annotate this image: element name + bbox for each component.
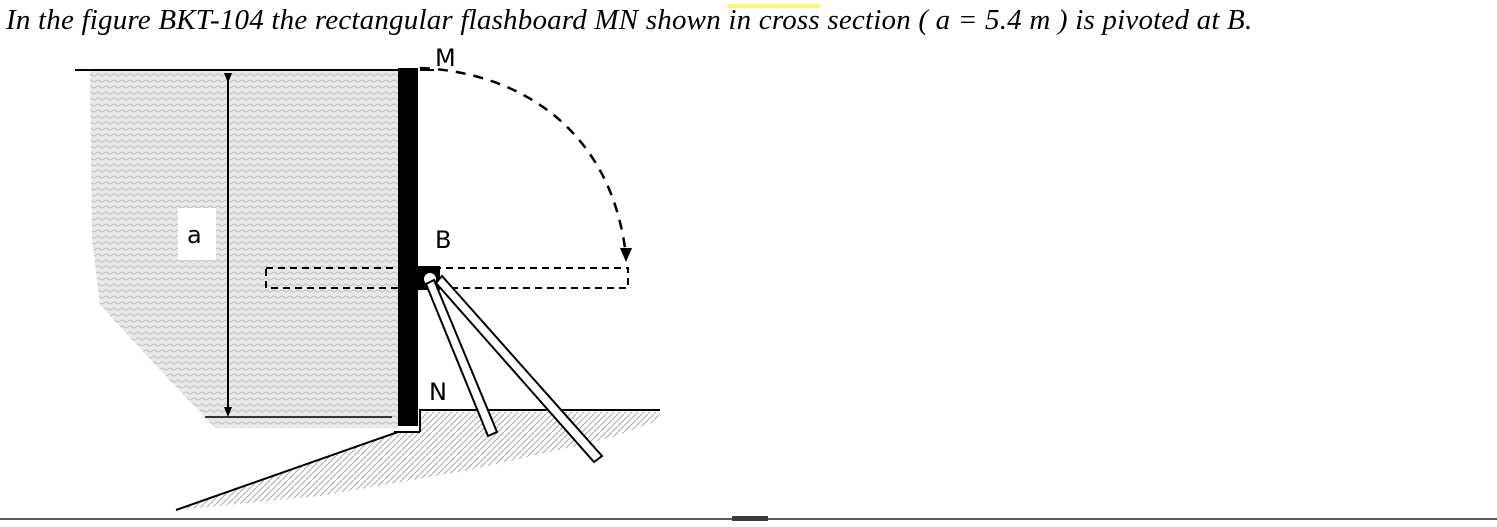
rotation-arrow-icon [620, 248, 632, 262]
bottom-divider-handle [732, 516, 768, 521]
dimension-label-background [178, 208, 216, 260]
label-m: M [435, 44, 456, 72]
water-region [90, 70, 398, 428]
dashed-lowered-gate-outline [265, 267, 629, 289]
ground-line-right [419, 409, 660, 432]
caption-text-after: section ( a = 5.4 m ) is pivoted at B. [819, 4, 1253, 36]
problem-statement: In the figure BKT-104 the rectangular fl… [6, 2, 1492, 38]
label-a: a [187, 221, 202, 249]
sloping-ground-line [175, 431, 399, 511]
rotation-path-arc [419, 66, 628, 257]
caption-text-before: In the figure BKT-104 the rectangular fl… [6, 4, 729, 36]
label-b: B [435, 226, 451, 254]
caption-highlighted-text: in cross [728, 4, 820, 36]
strut-short [424, 278, 499, 438]
ground-hatch [176, 412, 660, 510]
label-n: N [429, 378, 447, 406]
strut-long [434, 274, 604, 464]
flashboard-mn [398, 68, 418, 426]
